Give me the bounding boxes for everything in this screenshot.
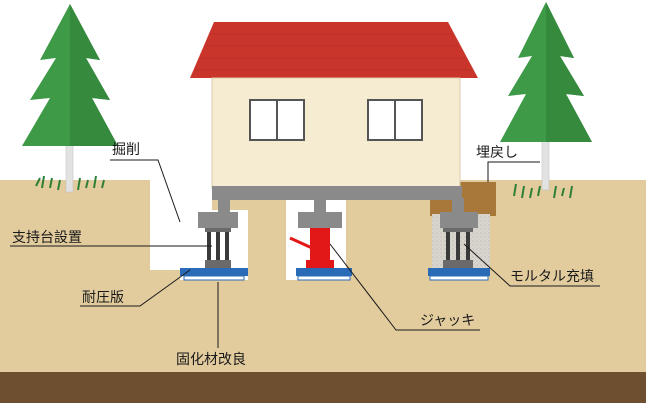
leader-backfill	[487, 161, 540, 182]
house	[190, 22, 478, 200]
leader-excavation	[110, 159, 181, 223]
jack-assembly	[289, 198, 342, 268]
label-excavation: 掘削	[112, 142, 140, 158]
window-left	[249, 99, 305, 141]
pressure-plate-middle	[296, 268, 352, 281]
label-jack: ジャッキ	[420, 313, 475, 329]
label-mortar-fill: モルタル充填	[510, 269, 594, 285]
mortar-stand	[440, 198, 478, 268]
label-backfill: 埋戻し	[476, 145, 518, 161]
pressure-plate-right	[428, 268, 490, 281]
window-right	[367, 99, 423, 141]
leader-mortar-fill	[463, 243, 600, 287]
label-support-stand: 支持台設置	[12, 230, 82, 246]
deep-soil-layer	[0, 372, 646, 403]
leader-pressure-plate	[80, 269, 191, 307]
foundation-beam	[212, 186, 462, 200]
label-solidification: 固化材改良	[176, 352, 246, 368]
pressure-plate-left	[180, 268, 248, 281]
jack-handle	[289, 236, 313, 250]
label-pressure-plate: 耐圧版	[82, 290, 124, 306]
house-roof	[190, 22, 478, 78]
tree-right	[500, 2, 592, 199]
jack	[310, 228, 330, 264]
excavation-pit-left	[150, 180, 248, 280]
leader-jack	[329, 243, 480, 331]
tree-left	[22, 4, 118, 193]
